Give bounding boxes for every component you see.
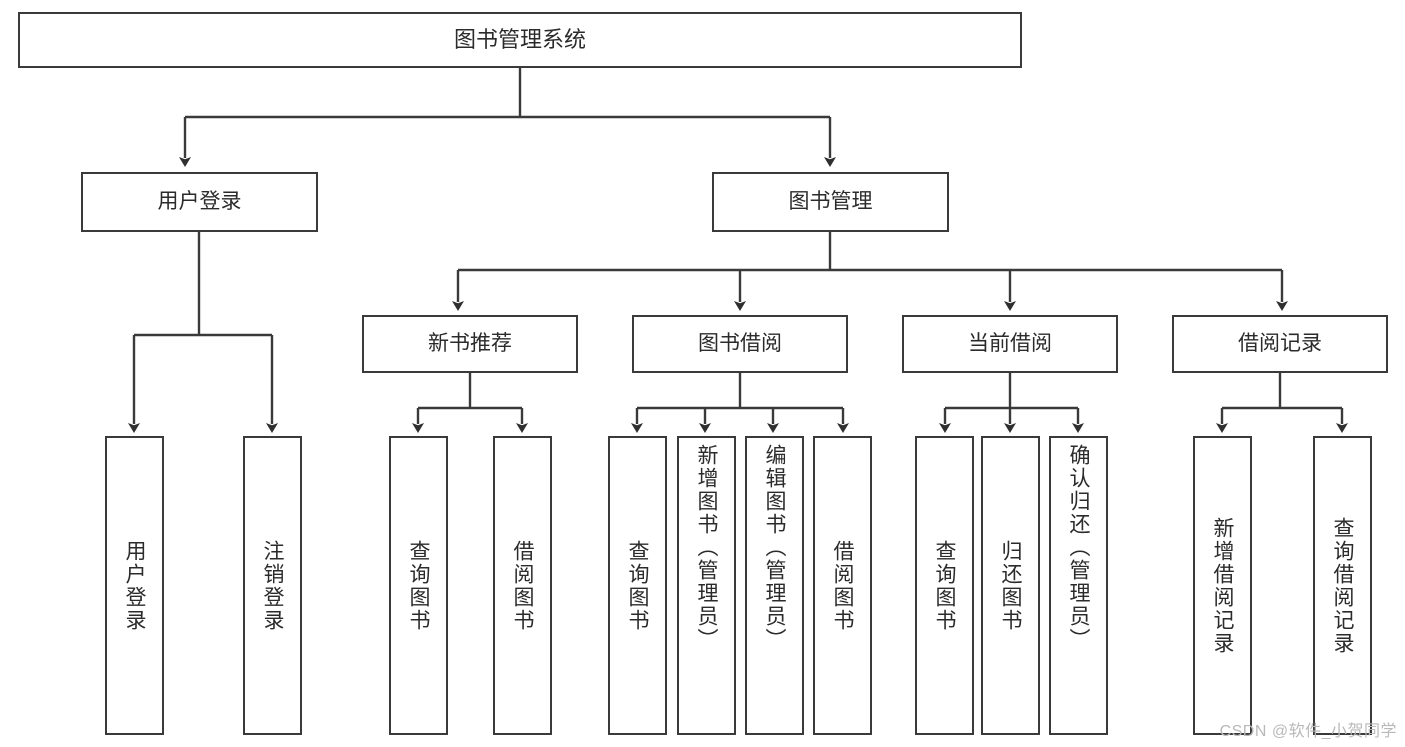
leaf-user-login-login[interactable]: 用户登录 (105, 436, 164, 735)
leaf-label: 借阅图书 (511, 539, 534, 632)
node-label: 新书推荐 (428, 332, 512, 356)
node-label: 借阅记录 (1238, 332, 1322, 356)
leaf-current-return-book[interactable]: 归还图书 (981, 436, 1040, 735)
node-book-borrow[interactable]: 图书借阅 (632, 315, 848, 373)
leaf-user-login-logout[interactable]: 注销登录 (243, 436, 302, 735)
node-label: 当前借阅 (968, 332, 1052, 356)
leaf-borrow-borrow-book[interactable]: 借阅图书 (813, 436, 872, 735)
leaf-label: 新增图书（管理员） (695, 444, 718, 651)
leaf-borrow-query-book[interactable]: 查询图书 (608, 436, 667, 735)
node-book-management[interactable]: 图书管理 (712, 172, 949, 232)
node-borrow-record[interactable]: 借阅记录 (1172, 315, 1388, 373)
leaf-recommend-borrow-book[interactable]: 借阅图书 (493, 436, 552, 735)
node-label: 用户登录 (157, 190, 242, 214)
node-root-system[interactable]: 图书管理系统 (18, 12, 1022, 68)
leaf-label: 注销登录 (261, 539, 284, 632)
leaf-label: 查询图书 (933, 539, 956, 632)
node-label: 图书借阅 (698, 332, 782, 356)
watermark: CSDN @软件_小贺同学 (1219, 723, 1397, 740)
leaf-borrow-add-book-admin[interactable]: 新增图书（管理员） (677, 436, 736, 735)
leaf-label: 编辑图书（管理员） (763, 444, 786, 651)
leaf-current-query-book[interactable]: 查询图书 (915, 436, 974, 735)
leaf-current-confirm-return-admin[interactable]: 确认归还（管理员） (1049, 436, 1108, 735)
node-label: 图书管理 (788, 190, 873, 214)
leaf-label: 查询图书 (626, 539, 649, 632)
leaf-label: 借阅图书 (831, 539, 854, 632)
leaf-label: 新增借阅记录 (1211, 516, 1234, 655)
leaf-label: 查询借阅记录 (1331, 516, 1354, 655)
leaf-recommend-query-book[interactable]: 查询图书 (389, 436, 448, 735)
leaf-label: 归还图书 (999, 539, 1022, 632)
leaf-label: 用户登录 (123, 539, 146, 632)
leaf-borrow-edit-book-admin[interactable]: 编辑图书（管理员） (745, 436, 804, 735)
leaf-record-add-record[interactable]: 新增借阅记录 (1193, 436, 1252, 735)
node-current-borrow[interactable]: 当前借阅 (902, 315, 1118, 373)
node-label: 图书管理系统 (453, 26, 586, 52)
node-user-login[interactable]: 用户登录 (81, 172, 318, 232)
node-new-book-recommend[interactable]: 新书推荐 (362, 315, 578, 373)
leaf-label: 查询图书 (407, 539, 430, 632)
leaf-record-query-record[interactable]: 查询借阅记录 (1313, 436, 1372, 735)
leaf-label: 确认归还（管理员） (1067, 444, 1090, 651)
